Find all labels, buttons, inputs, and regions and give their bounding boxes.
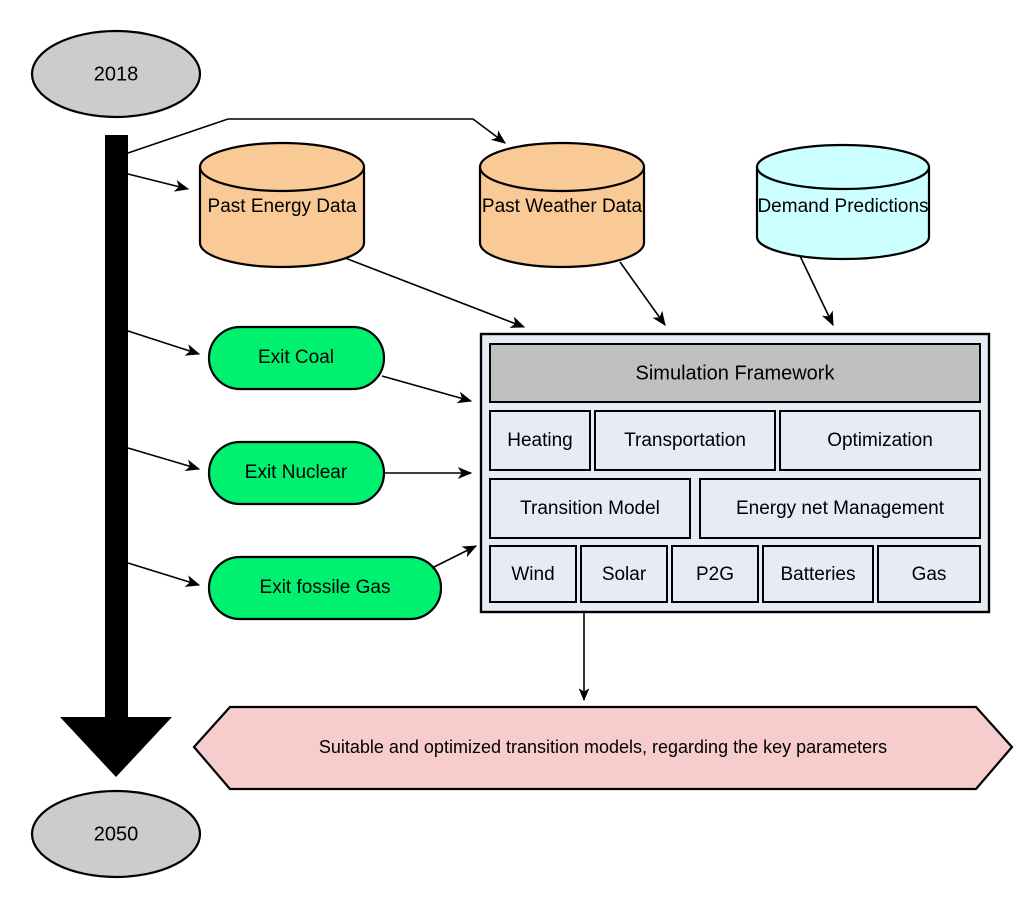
framework-header-box — [489, 343, 981, 403]
exit-nuclear-label: Exit Nuclear — [245, 462, 348, 483]
model-transition-box[interactable] — [489, 478, 691, 539]
demand-predictions-label: Demand Predictions — [757, 196, 928, 217]
edge-timeline-to-exit-fossil-gas — [127, 562, 201, 587]
exit-coal-shape — [207, 325, 386, 391]
exit-nuclear-shape — [207, 440, 386, 506]
data-source-past-weather[interactable]: Past Weather Data — [478, 141, 646, 269]
module-transportation-box[interactable] — [594, 410, 776, 471]
past-weather-cylinder-body — [478, 165, 646, 269]
timeline-group: 2018 2050 — [30, 29, 202, 879]
timeline-connectors — [127, 118, 506, 587]
result-banner-label: Suitable and optimized transition models… — [319, 737, 887, 757]
demand-predictions-cylinder-body — [755, 165, 931, 261]
exit-node-nuclear[interactable]: Exit Nuclear — [207, 440, 386, 506]
past-weather-cylinder-top — [478, 141, 646, 193]
tech-wind-box[interactable] — [489, 545, 577, 603]
data-source-past-energy[interactable]: Past Energy Data — [198, 141, 366, 269]
edge-exit-fossil-gas-to-framework — [431, 545, 478, 569]
exit-fossil-gas-shape — [207, 555, 443, 621]
module-heating-label: Heating — [507, 430, 573, 451]
data-source-demand-predictions[interactable]: Demand Predictions — [755, 143, 931, 261]
module-heating-box[interactable] — [489, 410, 591, 471]
model-transition-label: Transition Model — [520, 498, 660, 519]
edge-demand-predictions-to-framework — [799, 255, 834, 327]
exit-to-framework-edges — [381, 375, 478, 569]
tech-solar-box[interactable] — [580, 545, 668, 603]
tech-gas-box[interactable] — [877, 545, 981, 603]
module-optimization-label: Optimization — [827, 430, 933, 451]
tech-batteries-box[interactable] — [762, 545, 874, 603]
result-banner[interactable]: Suitable and optimized transition models… — [192, 705, 1014, 791]
edge-past-weather-to-framework — [619, 261, 666, 326]
exit-node-fossil-gas[interactable]: Exit fossile Gas — [207, 555, 443, 621]
edge-timeline-to-past-weather — [127, 118, 506, 154]
edge-timeline-to-past-energy — [127, 173, 190, 192]
past-energy-cylinder-top — [198, 141, 366, 193]
demand-predictions-cylinder-top — [755, 143, 931, 191]
result-banner-shape — [192, 705, 1014, 791]
tech-gas-label: Gas — [912, 564, 947, 585]
module-transportation-label: Transportation — [624, 430, 746, 451]
exit-coal-label: Exit Coal — [258, 347, 334, 368]
year-end-label: 2050 — [94, 823, 139, 845]
year-end-ellipse — [30, 789, 202, 879]
past-energy-label: Past Energy Data — [208, 196, 357, 217]
timeline-arrow — [60, 135, 172, 777]
past-weather-label: Past Weather Data — [482, 196, 643, 217]
tech-wind-label: Wind — [511, 564, 554, 585]
exit-node-coal[interactable]: Exit Coal — [207, 325, 386, 391]
model-energy-net-management-label: Energy net Management — [736, 498, 945, 519]
model-energy-net-management-box[interactable] — [699, 478, 981, 539]
exit-fossil-gas-label: Exit fossile Gas — [260, 577, 391, 598]
edge-timeline-to-exit-coal — [127, 330, 201, 356]
tech-p2g-box[interactable] — [671, 545, 759, 603]
tech-p2g-label: P2G — [696, 564, 734, 585]
edge-timeline-to-exit-nuclear — [127, 447, 201, 472]
year-start-label: 2018 — [94, 63, 139, 85]
tech-solar-label: Solar — [602, 564, 647, 585]
simulation-framework-container[interactable]: Simulation Framework Heating Transportat… — [479, 332, 991, 614]
edge-past-energy-to-framework — [344, 257, 526, 328]
tech-batteries-label: Batteries — [781, 564, 856, 585]
past-energy-cylinder-body — [198, 165, 366, 269]
framework-header-label: Simulation Framework — [636, 362, 836, 384]
source-to-framework-edges — [344, 255, 834, 328]
edge-exit-coal-to-framework — [381, 375, 473, 404]
module-optimization-box[interactable] — [779, 410, 981, 471]
year-start-ellipse — [30, 29, 202, 119]
